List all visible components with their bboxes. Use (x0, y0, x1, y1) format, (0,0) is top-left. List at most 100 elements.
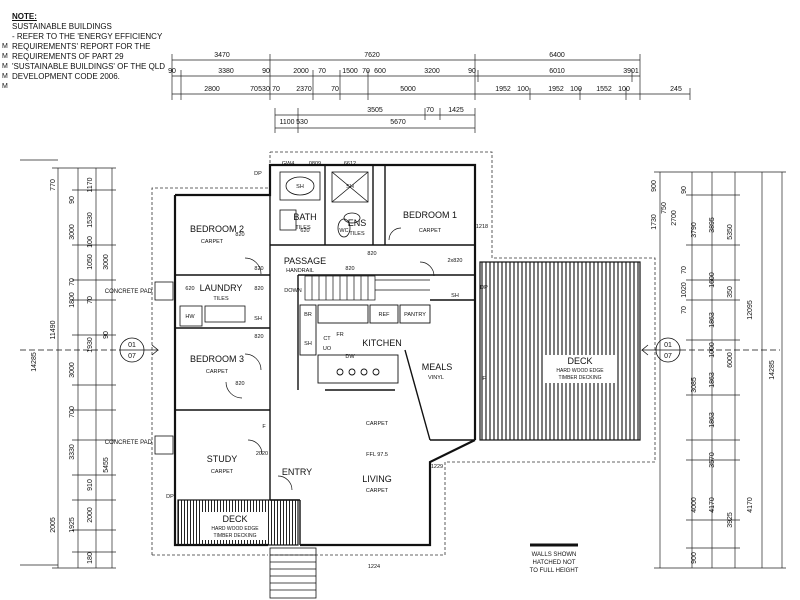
room-name-entry: ENTRY (282, 467, 312, 477)
dim-label: 1730 (651, 214, 658, 230)
note-line: DEVELOPMENT CODE 2006. (12, 72, 120, 81)
deck-sub: TIMBER DECKING (213, 533, 256, 539)
section-marker-right: 01 07 (664, 342, 672, 360)
concrete-pad-label: CONCRETE PAD (105, 289, 153, 295)
fixture-label: FR (336, 332, 343, 338)
dim-label: 4170 (709, 497, 716, 513)
section-marker-top: 01 (128, 342, 136, 349)
dim-label: 90 (168, 68, 176, 75)
note-line: REQUIREMENTS OF PART 29 (12, 52, 124, 61)
deck-right (479, 261, 641, 441)
door-code: 2x820 (448, 258, 463, 264)
door-swings (225, 227, 435, 491)
downpipe-label: DP (166, 494, 174, 500)
fixture-labels: WC SH SH REF PANTRY BR SH CT UO DW HW FR… (185, 184, 458, 360)
dim-label: 350 (727, 286, 734, 298)
deck-sub: HARD WOOD EDGE (211, 526, 259, 532)
fixture-label: SH (296, 184, 304, 190)
dim-label: 1600 (709, 272, 716, 288)
dim-label: 4000 (691, 497, 698, 513)
room-name-laundry: LAUNDRY (200, 283, 243, 293)
right-dimension-lines (654, 171, 786, 569)
dim-label: 1863 (709, 412, 716, 428)
dim-label: 2000 (293, 68, 309, 75)
dim-label: 70 (426, 107, 434, 114)
dim-label: 1952 (548, 86, 564, 93)
dim-label: 6400 (549, 52, 565, 59)
note-line: REQUIREMENTS' REPORT FOR THE (12, 42, 151, 51)
room-finish: TILES (349, 231, 365, 237)
fixture-label: DW (345, 354, 355, 360)
down-label: DOWN (284, 288, 301, 294)
fixture-label: PANTRY (404, 312, 426, 318)
dim-label: 2000 (87, 507, 94, 523)
dim-label: 900 (691, 552, 698, 564)
dim-label: 90 (103, 331, 110, 339)
room-labels: BEDROOM 2 CARPET BATH TILES ENS TILES BE… (190, 210, 457, 494)
door-code: 1224 (368, 564, 380, 570)
dim-label: 2005 (50, 517, 57, 533)
room-finish: CARPET (366, 488, 389, 494)
room-finish: CARPET (206, 369, 229, 375)
dim-label: 1170 (87, 177, 94, 192)
dim-label: 700 (69, 406, 76, 418)
fixture-label: REF (379, 312, 391, 318)
dim-label: 1952 (495, 86, 511, 93)
dim-label: 750 (661, 202, 668, 214)
note-line: SUSTAINABLE BUILDINGS (12, 22, 112, 31)
room-finish: VINYL (428, 375, 444, 381)
deck-bottom (177, 499, 299, 546)
downpipe-label: DP (480, 285, 488, 291)
dim-label: 5000 (400, 86, 416, 93)
dim-label: 1800 (69, 292, 76, 308)
dim-label: 3000 (69, 224, 76, 240)
dim-label: 3380 (218, 68, 234, 75)
room-name-passage: PASSAGE (284, 256, 326, 266)
dim-label: 70 (681, 306, 688, 314)
dim-label: 3330 (69, 444, 76, 460)
dim-label: 90 (69, 196, 76, 204)
dim-label: 3505 (367, 107, 383, 114)
dim-label: 1425 (448, 107, 464, 114)
dim-label: 900 (651, 180, 658, 192)
fixture-label: WC (339, 228, 348, 234)
door-code: 820 (235, 232, 244, 238)
room-name-kitchen: KITCHEN (362, 338, 402, 348)
margin-mark: M (2, 73, 8, 80)
dim-label: 70 (681, 266, 688, 274)
dim-label: 600 (374, 68, 386, 75)
dim-label: 100 (87, 236, 94, 248)
dim-label: 70 (250, 86, 258, 93)
door-code: 1218 (476, 224, 488, 230)
dim-label: 2370 (296, 86, 312, 93)
dim-label: 90 (681, 186, 688, 194)
fixture-label: SH (304, 341, 312, 347)
fixture-label: BR (304, 312, 312, 318)
interior-walls (175, 165, 475, 545)
concrete-pads (154, 281, 174, 455)
room-finish: CARPET (419, 228, 442, 234)
dim-label: 530 (296, 119, 308, 126)
small-labels: DP DP HANDRAIL DOWN DP (166, 171, 488, 500)
dim-label: 3570 (709, 452, 716, 468)
room-finish: CARPET (201, 239, 224, 245)
door-code: 1229 (431, 464, 443, 470)
dim-label: 3085 (691, 377, 698, 393)
dim-label: 70 (362, 68, 370, 75)
top-dimension-text: 3470 7620 6400 90 3380 90 2000 70 1500 7… (168, 52, 682, 126)
dim-label: 70 (87, 296, 94, 304)
dim-label: 70 (331, 86, 339, 93)
fixture-label: SH (451, 293, 459, 299)
section-lines (20, 337, 780, 363)
dim-label: 5670 (390, 119, 406, 126)
floor-finish-label: CARPET (366, 421, 389, 427)
note-line: 'SUSTAINABLE BUILDINGS' OF THE QLD (12, 62, 166, 71)
dim-label: 6010 (549, 68, 565, 75)
deck-sub: TIMBER DECKING (558, 375, 601, 381)
door-code: 2020 (256, 451, 268, 457)
door-code: 820 (254, 266, 263, 272)
note-title: NOTE: (12, 12, 37, 21)
dim-label: 14285 (769, 360, 776, 380)
